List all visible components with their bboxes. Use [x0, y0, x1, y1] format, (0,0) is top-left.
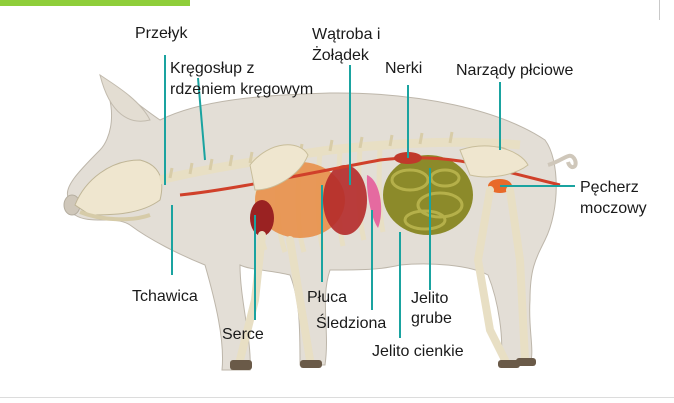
label-lungs: Płuca: [307, 288, 347, 307]
liver: [323, 165, 367, 235]
label-kidneys: Nerki: [385, 59, 422, 78]
label-liver-line2: Żołądek: [312, 46, 369, 65]
label-small-intestine: Jelito cienkie: [372, 342, 464, 361]
label-spine-line1: Kręgosłup z: [170, 59, 255, 78]
label-esophagus: Przełyk: [135, 24, 187, 43]
label-trachea: Tchawica: [132, 287, 198, 306]
label-bladder-line2: moczowy: [580, 199, 647, 218]
label-reproductive: Narządy płciowe: [456, 61, 573, 80]
label-large-intestine-line1: Jelito: [411, 289, 448, 308]
label-spleen: Śledziona: [316, 314, 386, 333]
label-spine-line2: rdzeniem kręgowym: [170, 80, 313, 99]
label-large-intestine-line2: grube: [411, 309, 452, 328]
pig-ear: [100, 75, 150, 121]
label-heart: Serce: [222, 325, 264, 344]
label-liver-line1: Wątroba i: [312, 25, 380, 44]
label-bladder-line1: Pęcherz: [580, 178, 639, 197]
heart: [250, 200, 274, 236]
